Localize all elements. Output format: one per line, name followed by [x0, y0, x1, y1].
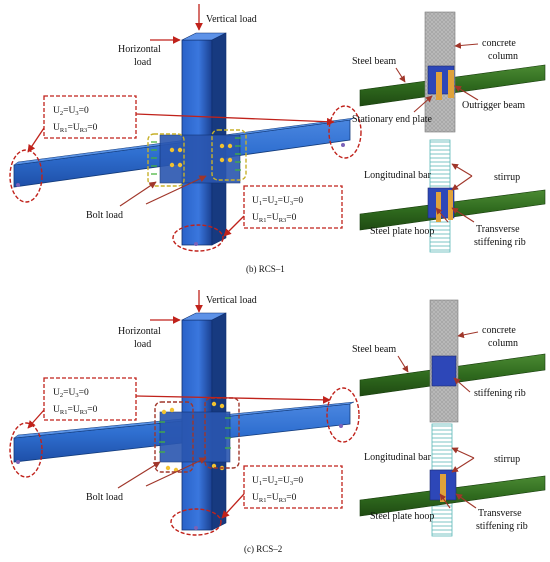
support-ellipse-bottom-b — [172, 224, 224, 252]
longitudinal-bar-label-c: Longitudinal bar — [364, 452, 432, 463]
vertical-load-label-c: Vertical load — [206, 295, 257, 306]
joint-panel-b — [159, 134, 241, 184]
panel-b-model — [9, 32, 362, 252]
panel-c-model — [9, 312, 360, 536]
svg-text:U2=U3=0: U2=U3=0 — [53, 106, 89, 117]
transverse-label-c-1: Transverse — [478, 508, 522, 519]
stiffening-rib-label-c: stiffening rib — [474, 388, 526, 399]
bc-top-text-c: U2=U3=0 UR1=UR3=0 — [53, 388, 98, 416]
vertical-load-label-b: Vertical load — [206, 14, 257, 25]
bc-top-text-b: U2=U3=0 UR1=UR3=0 — [53, 106, 98, 134]
support-ellipse-right-c — [326, 387, 360, 443]
stirrup-label-b: stirrup — [494, 172, 520, 183]
svg-text:UR1=UR3=0: UR1=UR3=0 — [252, 213, 297, 224]
bolt-load-label-b: Bolt load — [86, 210, 123, 221]
svg-text:U2=U3=0: U2=U3=0 — [53, 388, 89, 399]
longitudinal-bar-label-b: Longitudinal bar — [364, 170, 432, 181]
svg-text:UR1=UR3=0: UR1=UR3=0 — [53, 405, 98, 416]
column-label-c: column — [488, 338, 518, 349]
bc-box-bottom-b — [243, 185, 343, 229]
detail-lower-c — [359, 423, 546, 537]
svg-text:UR1=UR3=0: UR1=UR3=0 — [252, 493, 297, 504]
steel-plate-hoop-label-c: Steel plate hoop — [370, 511, 434, 522]
bc-bottom-text-b: U1=U2=U3=0 UR1=UR3=0 — [252, 196, 303, 224]
stirrup-label-c: stirrup — [494, 454, 520, 465]
steel-plate-hoop-label-b: Steel plate hoop — [370, 226, 434, 237]
transverse-label-b-1: Transverse — [476, 224, 520, 235]
horizontal-load-label-c-2: load — [134, 339, 151, 350]
support-ellipse-bottom-c — [170, 508, 222, 536]
detail-upper-b — [359, 11, 546, 133]
bolt-load-arrows-c — [159, 417, 231, 453]
transverse-label-b-2: stiffening rib — [474, 237, 526, 248]
bc-bottom-text-c: U1=U2=U3=0 UR1=UR3=0 — [252, 476, 303, 504]
horizontal-load-label-b-2: load — [134, 57, 151, 68]
transverse-label-c-2: stiffening rib — [476, 521, 528, 532]
svg-text:U1=U2=U3=0: U1=U2=U3=0 — [252, 476, 303, 487]
column-label-b: column — [488, 51, 518, 62]
support-ellipse-left-b — [9, 149, 43, 203]
caption-b: (b) RCS–1 — [246, 264, 285, 274]
bolt-box-left-c — [154, 401, 194, 473]
bc-box-top-b — [43, 95, 137, 139]
bolt-box-right-c — [204, 397, 240, 469]
outrigger-beam-label-b: Outrigger beam — [462, 100, 525, 111]
concrete-label-b: concrete — [482, 38, 516, 49]
concrete-label-c: concrete — [482, 325, 516, 336]
bc-box-bottom-c — [243, 465, 343, 509]
svg-text:UR1=UR3=0: UR1=UR3=0 — [53, 123, 98, 134]
support-ellipse-right-b — [328, 105, 362, 159]
bolt-load-arrows-b — [151, 137, 241, 175]
svg-text:U1=U2=U3=0: U1=U2=U3=0 — [252, 196, 303, 207]
joint-panel-c — [159, 411, 231, 463]
steel-beam-label-c: Steel beam — [352, 344, 396, 355]
bolt-box-right-b — [211, 129, 247, 181]
bc-box-top-c — [43, 377, 137, 421]
caption-c: (c) RCS–2 — [244, 544, 282, 554]
support-ellipse-left-c — [9, 422, 43, 478]
steel-beam-label-b: Steel beam — [352, 56, 396, 67]
bolt-load-label-c: Bolt load — [86, 492, 123, 503]
horizontal-load-label-b-1: Horizontal — [118, 44, 161, 55]
bolt-box-left-b — [147, 133, 185, 187]
stationary-end-plate-label-b: Stationary end plate — [352, 114, 433, 125]
horizontal-load-label-c-1: Horizontal — [118, 326, 161, 337]
detail-upper-c — [359, 299, 546, 423]
